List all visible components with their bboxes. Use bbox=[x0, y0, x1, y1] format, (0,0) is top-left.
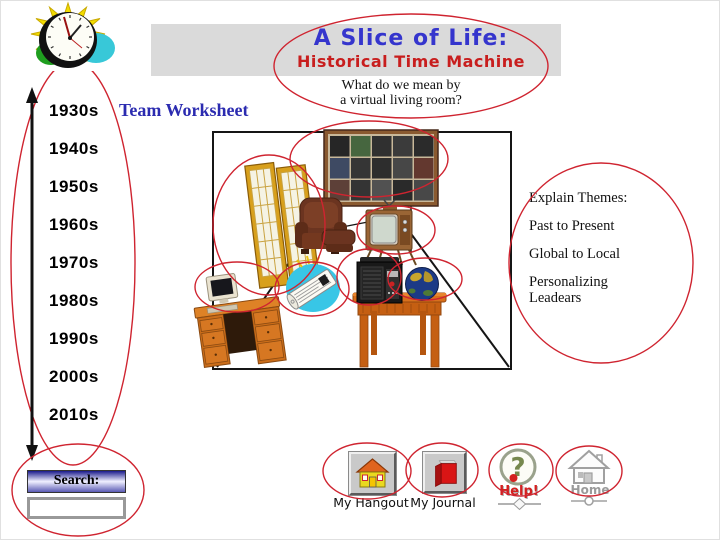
themes-heading: Explain Themes: bbox=[529, 190, 628, 206]
subtitle-question: What do we mean by a virtual living room… bbox=[291, 78, 511, 108]
photo-grid bbox=[330, 136, 434, 201]
my-hangout-button[interactable] bbox=[349, 452, 396, 495]
timeline-decade-list: 1930s 1940s 1950s 1960s 1970s 1980s 1990… bbox=[49, 101, 99, 443]
home-label: Home bbox=[570, 483, 610, 497]
living-room-scene bbox=[193, 129, 512, 370]
timeline-decade-label: 2000s bbox=[49, 367, 99, 386]
timeline-decade-label: 1950s bbox=[49, 177, 99, 196]
help-label: Help! bbox=[499, 484, 539, 499]
timeline-decade-label: 1940s bbox=[49, 139, 99, 158]
timeline-decade-label: 1960s bbox=[49, 215, 99, 234]
radio-grille bbox=[363, 270, 381, 296]
photo-wall-image[interactable] bbox=[323, 129, 439, 207]
clock-hands bbox=[63, 16, 83, 49]
home-button[interactable]: Home bbox=[559, 445, 621, 509]
clock-ticks bbox=[48, 15, 92, 59]
search-label[interactable]: Search: bbox=[27, 470, 126, 493]
timeline-arrow bbox=[26, 87, 38, 461]
question-mark-icon: ? bbox=[498, 448, 541, 511]
timeline-decade-label: 1980s bbox=[49, 291, 99, 310]
slide-title-line1: A Slice of Life: bbox=[313, 26, 509, 51]
house-icon bbox=[355, 457, 390, 487]
timeline-decade-label: 2010s bbox=[49, 405, 99, 424]
theme-item: Personalizing Leadears bbox=[529, 274, 608, 306]
my-journal-label: My Journal bbox=[410, 495, 476, 510]
theme-item: Global to Local bbox=[529, 246, 621, 262]
help-button[interactable]: ? Help! bbox=[485, 445, 553, 513]
table-apron-ridges bbox=[362, 304, 436, 313]
subtitle-question-line1: What do we mean by bbox=[341, 78, 461, 93]
timeline-decade-label: 1990s bbox=[49, 329, 99, 348]
timeline-decade-label: 1970s bbox=[49, 253, 99, 272]
theme-item: Past to Present bbox=[529, 218, 615, 234]
globe-image[interactable] bbox=[405, 267, 439, 301]
section-label: Team Worksheet bbox=[119, 100, 249, 120]
timeline-decade-label: 1930s bbox=[49, 101, 99, 120]
subtitle-question-line2: a virtual living room? bbox=[340, 93, 462, 108]
slide-title-line2: Historical Time Machine bbox=[296, 52, 526, 71]
radio-image[interactable] bbox=[356, 257, 403, 304]
my-journal-button[interactable] bbox=[423, 452, 466, 493]
search-input[interactable] bbox=[27, 497, 126, 519]
red-book-icon bbox=[434, 459, 457, 487]
clock-logo bbox=[28, 1, 115, 71]
desk-knobs bbox=[210, 316, 272, 356]
home-outline-icon bbox=[567, 449, 611, 506]
